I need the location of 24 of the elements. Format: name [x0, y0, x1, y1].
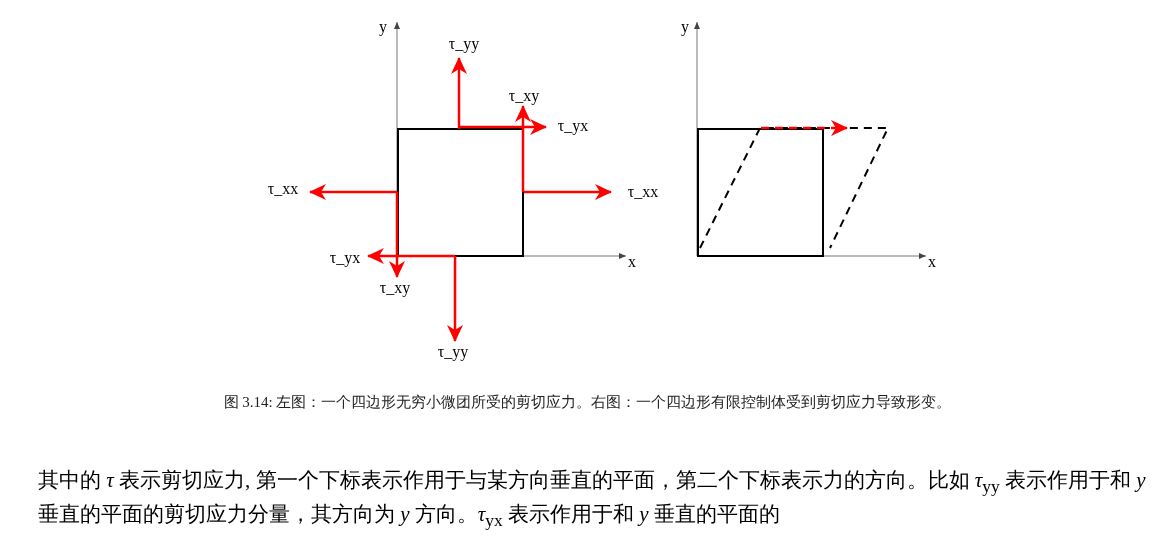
- force-arrow: [447, 255, 463, 342]
- stress-label: τ_yx: [329, 250, 361, 266]
- force-arrow: [761, 120, 848, 136]
- figure-caption: 图 3.14: 左图：一个四边形无穷小微团所受的剪切应力。右图：一个四边形有限控制体受到剪切应力导致形变。: [222, 393, 953, 412]
- stress-label: τ_yx: [557, 118, 589, 134]
- stress-label: τ_xx: [267, 181, 299, 197]
- axis-label: y: [379, 19, 387, 35]
- stress-label: τ_yy: [437, 344, 469, 360]
- stress-label: τ_xx: [627, 184, 659, 200]
- axis-label: y: [681, 19, 689, 35]
- axis-label: x: [628, 254, 636, 270]
- square-element: [397, 128, 524, 257]
- stress-label: τ_xy: [508, 88, 540, 104]
- force-arrow: [524, 184, 612, 200]
- force-arrow: [459, 119, 547, 135]
- body-paragraph: 其中的 τ 表示剪切应力, 第一个下标表示作用于与某方向垂直的平面，第二个下标表示力的方向。比如 τ$_{yy}$ 表示作用于和 y 垂直的平面的剪切应力分量，其方向为 y 方向。τ$_{yx}$ 表示作用于和 y 垂直的平面的: [38, 467, 1147, 533]
- force-arrow: [367, 248, 456, 264]
- axis-label: x: [928, 254, 936, 270]
- force-arrow: [309, 184, 397, 200]
- force-arrow: [515, 105, 531, 192]
- force-arrow: [389, 192, 405, 278]
- stress-label: τ_xy: [379, 280, 411, 296]
- force-arrow: [451, 57, 467, 130]
- stress-label: τ_yy: [448, 36, 480, 52]
